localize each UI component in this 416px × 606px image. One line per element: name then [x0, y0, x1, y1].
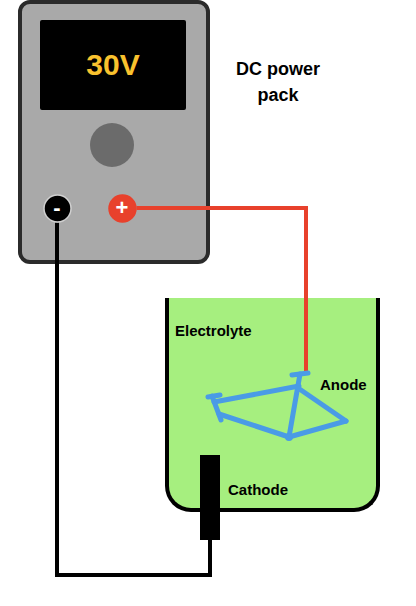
terminal-circle — [44, 195, 71, 222]
frame-tube — [208, 395, 220, 397]
anode-frame: Anode — [208, 372, 373, 444]
frame-tube — [219, 414, 289, 437]
cathode-plate: Cathode — [200, 455, 220, 540]
bottom-bracket — [285, 433, 293, 441]
power-pack: 30V-+DC power pack — [18, 2, 210, 264]
display-screen: 30V — [40, 20, 186, 110]
cathode-label: Cathode — [228, 481, 288, 498]
electrolyte-bath: AnodeCathode Electrolyte — [165, 298, 380, 512]
positive-terminal: + — [108, 194, 137, 223]
frame-tube — [214, 386, 299, 402]
terminal-sign: + — [108, 194, 137, 223]
pack-label: DC power pack — [228, 56, 328, 108]
anode-label: Anode — [320, 376, 367, 393]
negative-wire — [57, 223, 210, 576]
terminal-circle — [109, 195, 136, 222]
electrolyte-liquid — [167, 298, 378, 510]
voltage-reading: 30V — [40, 20, 186, 110]
positive-wire — [137, 208, 307, 372]
terminal-sign: - — [43, 194, 72, 223]
control-knob — [90, 123, 134, 167]
negative-terminal: - — [43, 194, 72, 223]
frame-tube — [289, 374, 300, 437]
power-pack-body — [20, 2, 208, 262]
bath-label: Electrolyte — [175, 322, 252, 339]
frame-tube — [289, 421, 346, 437]
